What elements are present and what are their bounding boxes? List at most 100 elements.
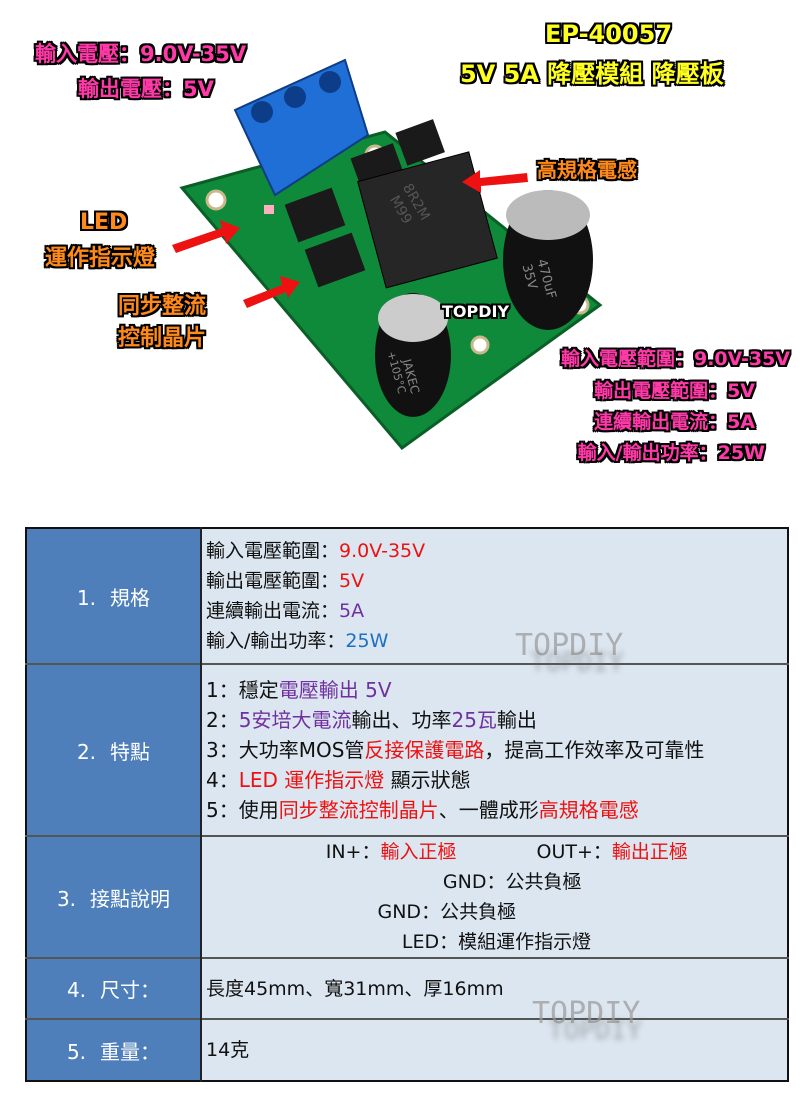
pin-desc: 公共負極 xyxy=(505,871,582,893)
feature-line: 4：LED 運作指示燈 顯示狀態 xyxy=(206,765,787,795)
mosfet xyxy=(284,187,346,243)
capacitor-top xyxy=(506,190,590,240)
spec-line: 輸出電壓範圍：5V xyxy=(206,566,787,596)
spec-input-range: 輸入電壓範圍：9.0V-35V xyxy=(560,348,790,370)
spec-power: 輸入/輸出功率：25W xyxy=(577,442,765,464)
text: 1：穩定 xyxy=(206,678,279,702)
spec-key: 連續輸出電流： xyxy=(206,600,340,622)
mount-hole xyxy=(470,335,490,355)
spec-line: 輸入/輸出功率：25W xyxy=(206,626,787,656)
row-header: 1. 規格 xyxy=(26,528,202,664)
pin-name: OUT+： xyxy=(536,841,612,863)
spec-line: 輸入電壓範圍：9.0V-35V xyxy=(206,536,787,566)
table-row: 4.尺寸： 長度45mm、寬31mm、厚16mm xyxy=(26,957,788,1019)
spec-key: 輸出電壓範圍： xyxy=(206,570,340,592)
product-title: 5V 5A 降壓模組 降壓板 xyxy=(460,60,724,88)
table-row: 1. 規格 輸入電壓範圍：9.0V-35V 輸出電壓範圍：5V 連續輸出電流：5A… xyxy=(26,528,788,664)
feature-line: 1：穩定電壓輸出 5V xyxy=(206,675,787,705)
row-body: 1：穩定電壓輸出 5V 2：5安培大電流輸出、功率25瓦輸出 3：大功率MOS管… xyxy=(201,663,788,836)
spec-line: 連續輸出電流：5A xyxy=(206,596,787,626)
chip-callout-1: 同步整流 xyxy=(118,294,207,319)
terminal-screw xyxy=(251,101,273,123)
feature-line: 2：5安培大電流輸出、功率25瓦輸出 xyxy=(206,705,787,735)
controller-chip xyxy=(304,232,366,288)
feature-line: 5：使用同步整流控制晶片、一體成形高規格電感 xyxy=(206,795,787,825)
spec-output-range: 輸出電壓範圍：5V xyxy=(594,380,755,402)
cap-marking: 35V xyxy=(519,262,540,291)
text: 2： xyxy=(206,708,239,732)
table-row: 2.特點 1：穩定電壓輸出 5V 2：5安培大電流輸出、功率25瓦輸出 3：大功… xyxy=(26,663,788,836)
arrow-icon xyxy=(172,220,240,253)
mount-hole xyxy=(205,189,227,211)
inductor xyxy=(357,151,498,289)
pcb-illustration: 8R2M M99 470uF 35V JAKEC +105°C xyxy=(172,58,603,451)
highlight: 5安培大電流 xyxy=(238,708,352,732)
pin-line: LED：模組運作指示燈 xyxy=(206,927,787,957)
pin-desc: 公共負極 xyxy=(440,901,517,923)
led-callout-2: 運作指示燈 xyxy=(45,246,156,271)
spec-key: 輸入電壓範圍： xyxy=(206,540,340,562)
text: 顯示狀態 xyxy=(384,768,471,792)
spec-value: 5V xyxy=(339,570,365,592)
highlight: 高規格電感 xyxy=(538,798,639,822)
inductor-callout: 高規格電感 xyxy=(537,158,637,182)
diode xyxy=(395,119,445,166)
table-row: 5. 重量： 14克 xyxy=(26,1018,788,1081)
highlight: LED 運作指示燈 xyxy=(238,768,385,792)
highlight: 25瓦 xyxy=(451,708,497,732)
text: 5：使用 xyxy=(206,798,279,822)
row-label: 規格 xyxy=(110,585,151,610)
pin-line: GND：公共負極GND：公共負極 xyxy=(206,867,787,927)
pin-name: IN+： xyxy=(325,841,381,863)
arrow-icon xyxy=(462,170,528,193)
row-header: 3. 接點說明 xyxy=(26,835,202,958)
watermark-shadow: TOPDIY xyxy=(530,648,624,678)
row-body: 輸入電壓範圍：9.0V-35V 輸出電壓範圍：5V 連續輸出電流：5A 輸入/輸… xyxy=(201,528,788,664)
row-number: 1. xyxy=(76,585,97,610)
pin-desc: 模組運作指示燈 xyxy=(458,931,592,953)
row-body: 長度45mm、寬31mm、厚16mm xyxy=(201,957,788,1019)
spec-value: 9.0V-35V xyxy=(339,540,426,562)
spec-current: 連續輸出電流：5A xyxy=(594,411,755,433)
row-header: 4.尺寸： xyxy=(26,957,202,1019)
pin-name: GND： xyxy=(377,901,441,923)
row-number: 5. xyxy=(66,1039,87,1064)
capacitor-top xyxy=(378,294,448,342)
watermark: TOPDIY xyxy=(515,628,624,663)
product-photo: 8R2M M99 470uF 35V JAKEC +105°C EP-40057… xyxy=(0,0,800,500)
highlight: 電壓輸出 5V xyxy=(278,678,392,702)
row-header: 2.特點 xyxy=(26,663,202,836)
terminal-screw xyxy=(319,71,341,93)
output-voltage-label: 輸出電壓：5V xyxy=(78,77,214,101)
spec-value: 5A xyxy=(339,600,365,622)
chip-callout-2: 控制晶片 xyxy=(118,326,207,351)
row-header: 5. 重量： xyxy=(26,1018,202,1081)
row-number: 4. xyxy=(66,978,87,1002)
row-body: 14克 xyxy=(201,1018,788,1081)
spec-key: 輸入/輸出功率： xyxy=(206,630,346,652)
text: 、一體成形 xyxy=(438,798,539,822)
watermark-shadow: TOPDIY xyxy=(548,1016,642,1046)
row-label: 重量： xyxy=(100,1039,161,1064)
text: 輸出、功率 xyxy=(351,708,452,732)
text: 4： xyxy=(206,768,239,792)
highlight: 同步整流控制晶片 xyxy=(278,798,439,822)
pin-name: LED： xyxy=(401,931,459,953)
row-label: 特點 xyxy=(110,739,151,764)
text: 3：大功率MOS管 xyxy=(206,738,365,762)
watermark: TOPDIY xyxy=(442,302,510,321)
spec-value: 25W xyxy=(345,630,389,652)
terminal-screw xyxy=(284,86,306,108)
led-callout-1: LED xyxy=(80,210,128,235)
pin-name: GND： xyxy=(442,871,506,893)
row-label: 接點說明 xyxy=(90,886,171,911)
pin-desc: 輸出正極 xyxy=(611,841,688,863)
text: ，提高工作效率及可靠性 xyxy=(484,738,705,762)
spec-table: 1. 規格 輸入電壓範圍：9.0V-35V 輸出電壓範圍：5V 連續輸出電流：5A… xyxy=(25,527,789,1082)
terminal-block xyxy=(233,58,370,197)
arrow-icon xyxy=(243,276,300,308)
model-number: EP-40057 xyxy=(545,20,673,48)
row-number: 3. xyxy=(56,886,77,911)
